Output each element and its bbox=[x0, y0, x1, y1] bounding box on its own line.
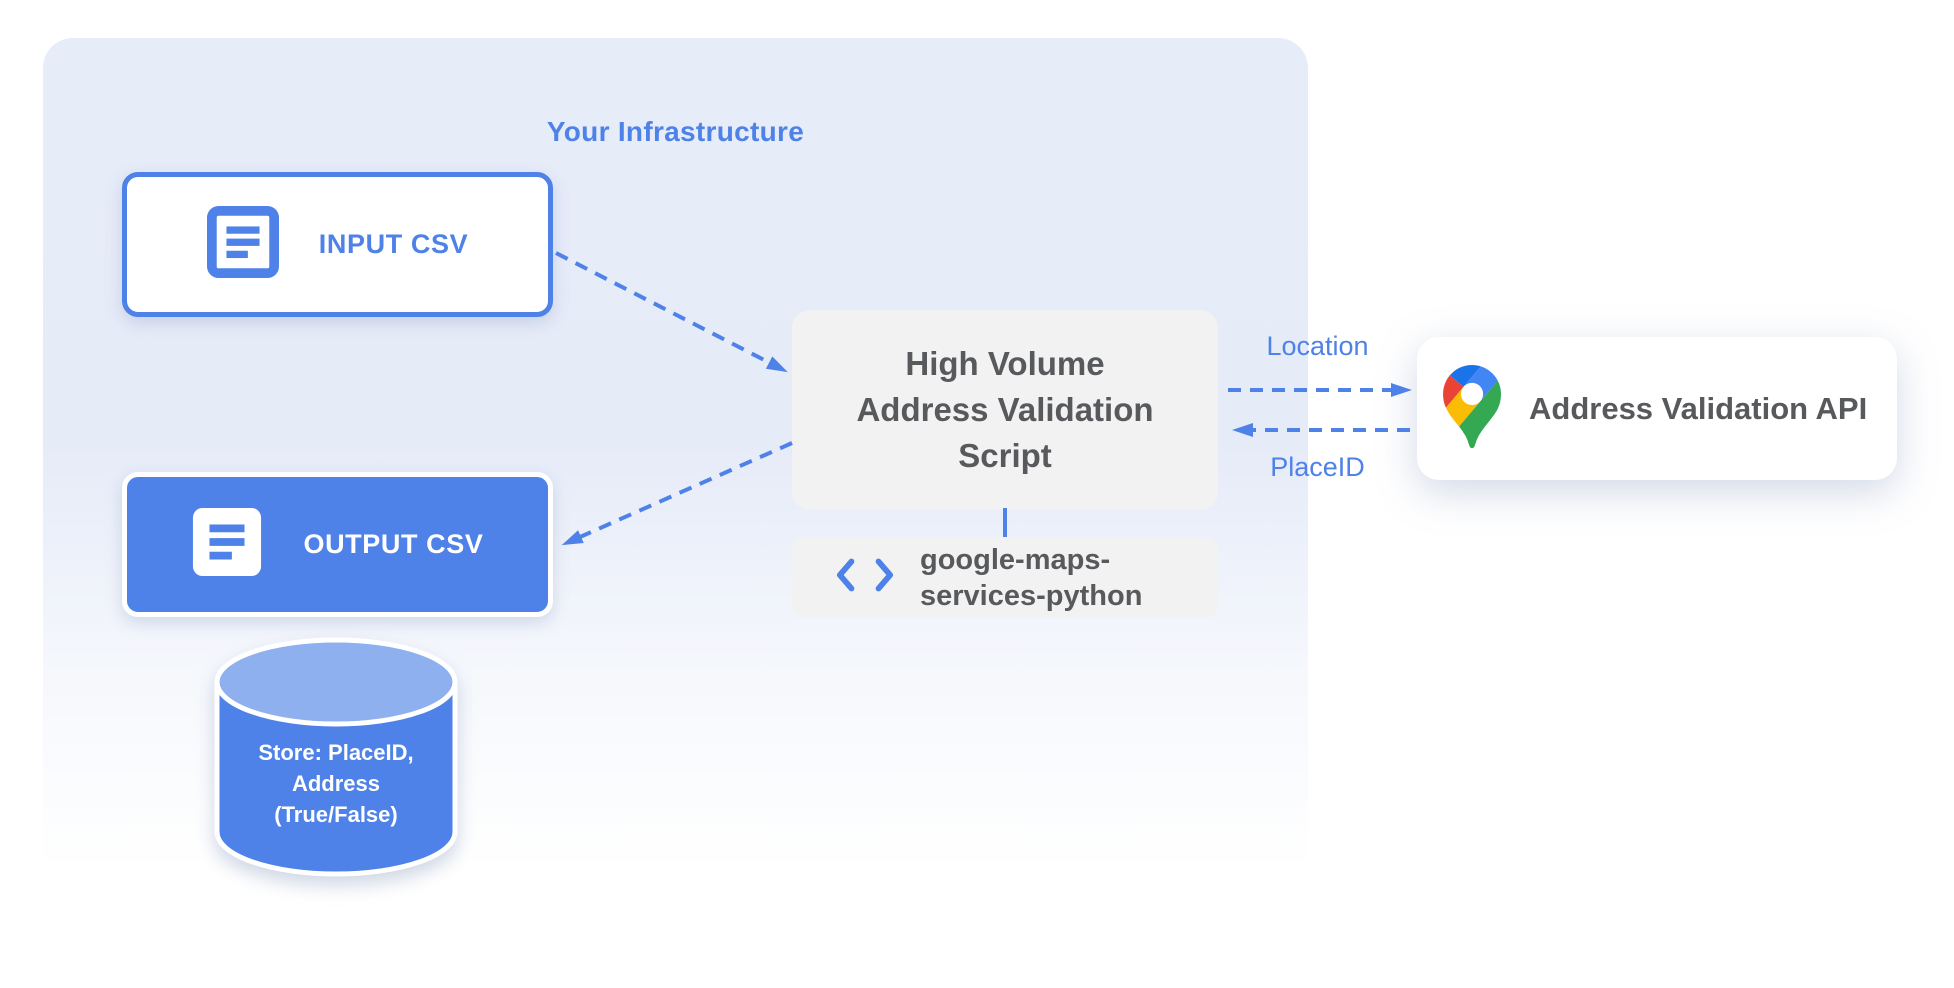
datastore-cylinder bbox=[214, 637, 458, 877]
location-edge-label: Location bbox=[1266, 331, 1369, 361]
document-filled-icon bbox=[191, 506, 263, 583]
library-node: google-maps- services-python bbox=[792, 537, 1218, 618]
datastore-label-line3: (True/False) bbox=[274, 802, 398, 827]
library-label-line2: services-python bbox=[920, 579, 1143, 612]
document-outline-icon bbox=[206, 206, 279, 283]
code-brackets-icon bbox=[836, 557, 894, 598]
library-label: google-maps- services-python bbox=[920, 542, 1142, 614]
output-csv-label: OUTPUT CSV bbox=[303, 529, 484, 559]
api-label: Address Validation API bbox=[1529, 390, 1868, 426]
script-node: High Volume Address Validation Script bbox=[792, 310, 1218, 510]
script-label-line1: High Volume bbox=[905, 345, 1105, 382]
script-library-connector bbox=[1003, 508, 1007, 539]
output-csv-node: OUTPUT CSV bbox=[122, 472, 553, 617]
placeid-edge-label: PlaceID bbox=[1270, 452, 1365, 482]
input-csv-label: INPUT CSV bbox=[318, 229, 469, 259]
zone-title: Your Infrastructure bbox=[546, 116, 805, 147]
script-label-line3: Script bbox=[958, 437, 1052, 474]
datastore-label: Store: PlaceID, Address (True/False) bbox=[216, 737, 456, 830]
google-maps-pin-icon bbox=[1443, 364, 1502, 453]
library-label-line1: google-maps- bbox=[920, 543, 1111, 576]
input-csv-node: INPUT CSV bbox=[122, 172, 553, 317]
api-node: Address Validation API bbox=[1417, 337, 1897, 480]
datastore-label-line2: Address bbox=[291, 771, 381, 796]
datastore-label-line1: Store: PlaceID, bbox=[258, 740, 414, 765]
script-label-line2: Address Validation bbox=[856, 391, 1154, 428]
